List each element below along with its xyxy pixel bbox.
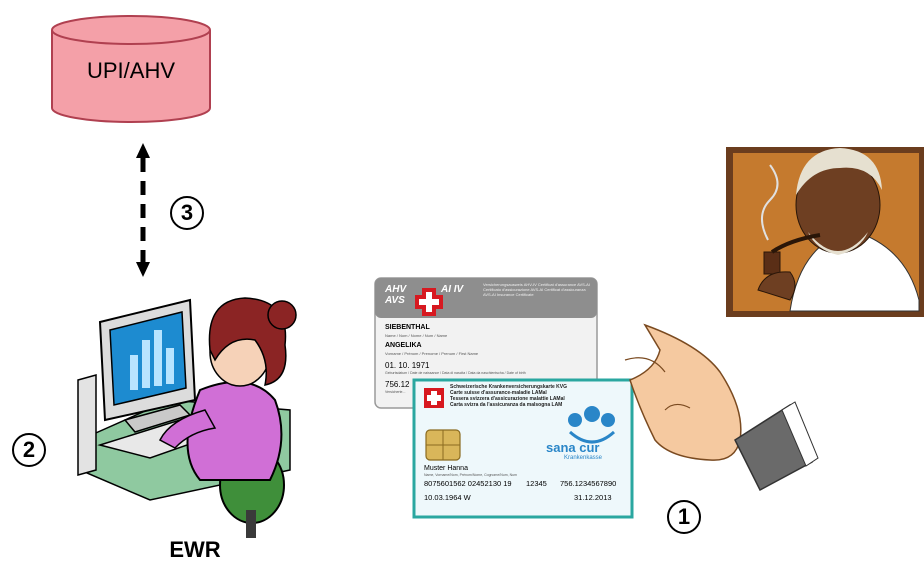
holder-caption: Name, Vorname/Nom, Prénom/Nome, Cognome/… <box>424 473 517 477</box>
insurer-subtitle: Krankenkasse <box>564 455 603 461</box>
ahv-number: 756.1234567890 <box>560 479 617 488</box>
ahv-given-name-caption: Vorname / Prénom / Prenome / Prenum / Fi… <box>385 351 479 356</box>
dashed-arrow <box>136 143 150 277</box>
ahv-card <box>374 277 598 409</box>
ahv-number-caption: Versicherte... <box>385 390 406 394</box>
workstation-label: EWR <box>169 537 221 562</box>
step-2-marker: 2 <box>12 433 46 467</box>
holder-name: Muster Hanna <box>424 465 468 472</box>
health-card-title-line: Tessera svizzera d'assicurazione malatti… <box>450 396 565 402</box>
health-card-title-line: Schweizerische Krankenversicherungskarte… <box>450 384 567 390</box>
ahv-logo-left: AHV AVS <box>385 284 407 306</box>
ahv-surname: SIEBENTHAL <box>385 324 430 331</box>
ahv-card-header: Versicherungsausweis AHV-IV Certificat d… <box>483 282 590 297</box>
health-card-title-line: Carte suisse d'assurance-maladie LAMal <box>450 390 547 396</box>
ahv-logo-right: AI IV <box>441 284 464 295</box>
ahv-card-text: AHV AVS AI IV Versicherungsausweis AHV-I… <box>375 278 597 408</box>
card-expiry: 31.12.2013 <box>574 493 612 502</box>
pointing-hand-illustration <box>624 323 819 492</box>
ahv-surname-caption: Name / Nom / Nome / Num / Name <box>385 333 448 338</box>
step-1-marker: 1 <box>667 500 701 534</box>
health-card-title-line: Carta svizra da l'assicuranza da malsogn… <box>450 402 563 408</box>
insurer-name: sana cur <box>546 440 600 455</box>
card-code: 12345 <box>526 479 547 488</box>
ahv-given-name: ANGELIKA <box>385 342 422 349</box>
framed-portrait <box>726 147 924 317</box>
holder-birth: 10.03.1964 W <box>424 493 471 502</box>
ahv-number-partial: 756.12 <box>385 380 410 389</box>
ahv-birth-caption: Geburtsdatum / Date de naissance / Data … <box>385 371 526 375</box>
card-number: 8075601562 02452130 19 <box>424 479 512 488</box>
health-card <box>412 378 634 519</box>
health-card-title: Schweizerische Krankenversicherungskarte… <box>450 384 626 408</box>
database-label: UPI/AHV <box>86 58 176 83</box>
ahv-birth-date: 01. 10. 1971 <box>385 361 430 370</box>
database-cylinder <box>51 15 211 123</box>
workstation-illustration <box>77 297 297 538</box>
health-card-text: Schweizerische Krankenversicherungskarte… <box>414 380 632 517</box>
step-3-marker: 3 <box>170 196 204 230</box>
